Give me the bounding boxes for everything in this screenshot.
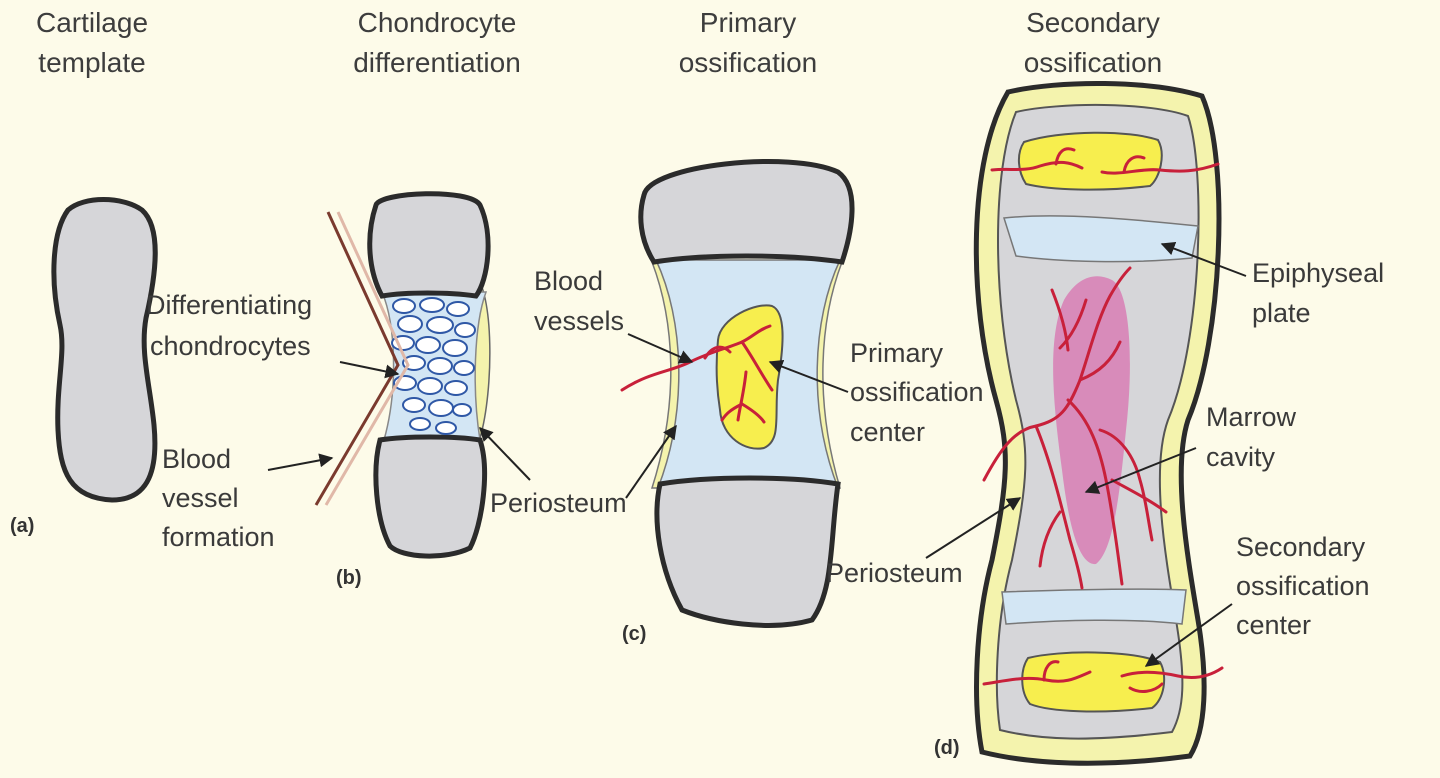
label-secondary-center-line2: ossification: [1236, 571, 1370, 601]
epiphyseal-plate-bottom: [1001, 588, 1187, 625]
title-b-line2: differentiation: [353, 47, 521, 78]
differentiating-chondrocytes-cluster: [391, 297, 476, 435]
arrow-secondary-center: [1144, 603, 1233, 667]
title-c-line2: ossification: [679, 47, 818, 78]
label-epiphyseal-line2: plate: [1252, 298, 1311, 328]
panel-label-b: (b): [336, 567, 362, 589]
secondary-center-top: [1018, 131, 1163, 191]
label-blood-vessel-formation-line1: Blood: [162, 444, 231, 474]
arrow-marrow: [1084, 447, 1197, 494]
label-marrow-line1: Marrow: [1206, 402, 1297, 432]
panel-label-d: (d): [934, 737, 960, 759]
cartilage-top-b: [367, 191, 491, 299]
label-differentiating-line1: Differentiating: [146, 290, 312, 320]
stage-c-primary-ossification: Blood vessels Primary ossification cente…: [534, 159, 984, 645]
secondary-center-bottom: [1021, 651, 1166, 713]
label-marrow-line2: cavity: [1206, 442, 1276, 472]
arrow-periosteum-c: [625, 424, 677, 499]
cartilage-bottom-b: [373, 434, 487, 559]
arrow-primary-center: [768, 359, 849, 393]
panel-label-a: (a): [10, 515, 34, 537]
label-primary-center-line2: ossification: [850, 377, 984, 407]
arrow-epiphyseal: [1160, 241, 1247, 277]
label-blood-vessels-line2: vessels: [534, 306, 624, 336]
arrow-periosteum-d: [925, 497, 1022, 559]
label-secondary-center-line3: center: [1236, 610, 1311, 640]
label-secondary-center-line1: Secondary: [1236, 532, 1366, 562]
label-periosteum-d: Periosteum: [826, 558, 963, 588]
stage-b-chondrocyte-differentiation: Differentiating chondrocytes Blood vesse…: [146, 191, 627, 589]
arrow-periosteum-b: [479, 426, 531, 481]
stage-a-cartilage-template: (a): [10, 197, 158, 537]
arrow-differentiating: [339, 361, 400, 379]
primary-ossification-center-shape: [715, 304, 784, 450]
cartilage-template-shape: [51, 197, 158, 503]
label-primary-center-line1: Primary: [850, 338, 943, 368]
blood-vessels-d: [982, 147, 1224, 693]
label-blood-vessels-line1: Blood: [534, 266, 603, 296]
blood-vessels-c: [620, 324, 774, 424]
title-d-line1: Secondary: [1026, 7, 1160, 38]
arrow-blood-vessels: [627, 333, 694, 364]
label-blood-vessel-formation-line2: vessel: [162, 483, 239, 513]
label-differentiating-line2: chondrocytes: [150, 331, 311, 361]
arrow-blood-vessel-formation: [267, 453, 334, 471]
label-epiphyseal-line1: Epiphyseal: [1252, 258, 1384, 288]
label-primary-center-line3: center: [850, 417, 925, 447]
title-d-line2: ossification: [1024, 47, 1163, 78]
title-a-line1: Cartilage: [36, 7, 148, 38]
title-b-line1: Chondrocyte: [358, 7, 517, 38]
stage-d-secondary-ossification: Epiphyseal plate Marrow cavity Periosteu…: [826, 80, 1384, 766]
epiphyseal-plate-top: [1003, 215, 1199, 263]
panel-label-c: (c): [622, 623, 646, 645]
title-c-line1: Primary: [700, 7, 796, 38]
label-blood-vessel-formation-line3: formation: [162, 522, 275, 552]
cartilage-top-c: [638, 159, 855, 265]
marrow-cavity-shape: [1053, 276, 1130, 565]
title-a-line2: template: [38, 47, 145, 78]
cartilage-bottom-c: [654, 475, 841, 628]
label-periosteum-b: Periosteum: [490, 488, 627, 518]
